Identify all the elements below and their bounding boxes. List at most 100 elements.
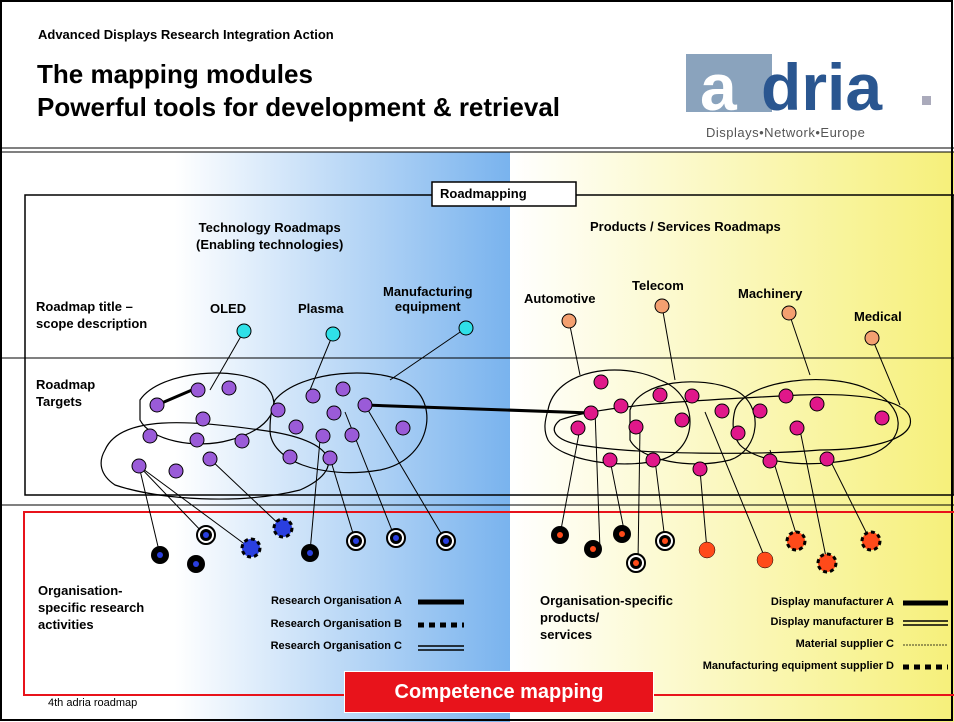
target-node [752,403,768,419]
legend-material-c: Material supplier C [795,638,894,650]
target-node [593,374,609,390]
plasma-category-icon [325,326,341,342]
research-legend-swatches [418,599,464,651]
logo-a-icon: a [700,50,738,124]
target-node [602,452,618,468]
target-node [645,452,661,468]
plasma-blob [100,422,329,500]
adria-logo: a dria [686,50,931,124]
products-roadmaps-heading: Products / Services Roadmaps [590,219,781,234]
supplier-d-marker-icon [860,530,882,552]
footer-text: 4th adria roadmap [48,697,138,709]
medical-category-icon [864,330,880,346]
target-node [730,425,746,441]
target-node [778,388,794,404]
target-node [674,412,690,428]
products-services-heading: Organisation-specific products/ services [540,593,673,642]
legend-display-b: Display manufacturer B [770,616,894,628]
target-node [874,410,890,426]
manufacturing-category-icon [458,320,474,336]
target-node [131,458,147,474]
target-node [142,428,158,444]
org-c-marker-icon [386,528,406,548]
product-org-markers [551,525,882,574]
legend-equipment-d: Manufacturing equipment supplier D [702,660,894,672]
product-targets [570,374,890,477]
competence-mapping-label: Competence mapping [344,671,654,713]
roadmapping-label: Roadmapping [440,186,527,201]
org-c-marker-icon [346,531,366,551]
technology-targets [131,380,411,479]
target-node [809,396,825,412]
research-activities-heading: Organisation- specific research activiti… [38,583,145,632]
equipment-blob [269,372,428,474]
org-b-marker-icon [272,517,294,539]
category-links [209,305,901,406]
target-node [570,420,586,436]
research-org-markers [151,517,456,573]
manufacturer-b-marker-icon [655,531,675,551]
target-node [270,402,286,418]
target-node [684,388,700,404]
category-machinery: Machinery [738,286,803,301]
automotive-blob [544,369,691,465]
telecom-blob [629,381,756,465]
target-node [234,433,250,449]
supplier-d-marker-icon [785,530,807,552]
page-title: The mapping modules Powerful tools for d… [37,59,560,122]
category-automotive: Automotive [524,291,596,306]
target-node [714,403,730,419]
header-subtitle: Advanced Displays Research Integration A… [38,27,334,42]
category-plasma: Plasma [298,301,344,316]
target-node [692,461,708,477]
target-node [189,432,205,448]
row-title-label: Roadmap title – scope description [36,299,148,331]
category-medical: Medical [854,309,902,324]
target-node [149,397,165,413]
target-node [357,397,373,413]
target-node [395,420,411,436]
roadmapping-label-box [431,181,577,207]
org-b-marker-icon [240,537,262,559]
target-node [288,419,304,435]
logo-block [686,54,772,112]
logo-tagline: Displays•Network•Europe [706,125,866,140]
logo-dot [922,96,931,105]
target-node [819,451,835,467]
target-node [195,411,211,427]
target-node [202,451,218,467]
target-node [322,450,338,466]
target-node [305,388,321,404]
oled-category-icon [236,323,252,339]
product-blobs [544,369,912,465]
row-targets-label: Roadmap Targets [36,377,96,409]
target-node [652,387,668,403]
category-oled: OLED [210,301,247,316]
automotive-category-icon [561,313,577,329]
medical-blob [553,393,912,454]
target-node [344,427,360,443]
supplier-c-marker-icon [698,541,716,559]
legend-research-c: Research Organisation C [270,640,402,652]
category-manufacturing-equipment: Manufacturing equipment [383,284,473,314]
category-circles [236,298,880,346]
supplier-c-marker-icon [756,551,774,569]
target-node [762,453,778,469]
org-c-marker-icon [436,531,456,551]
target-node [613,398,629,414]
target-node [789,420,805,436]
logo-dria-icon: dria [761,50,883,124]
target-node [221,380,237,396]
target-node [190,382,206,398]
org-c-marker-icon [196,525,216,545]
legend-research-a: Research Organisation A [270,595,402,607]
target-node [583,405,599,421]
machinery-blob [732,379,899,465]
category-telecom: Telecom [632,278,684,293]
products-legend-swatches [903,600,948,670]
target-node [168,463,184,479]
manufacturer-b-marker-icon [626,553,646,573]
